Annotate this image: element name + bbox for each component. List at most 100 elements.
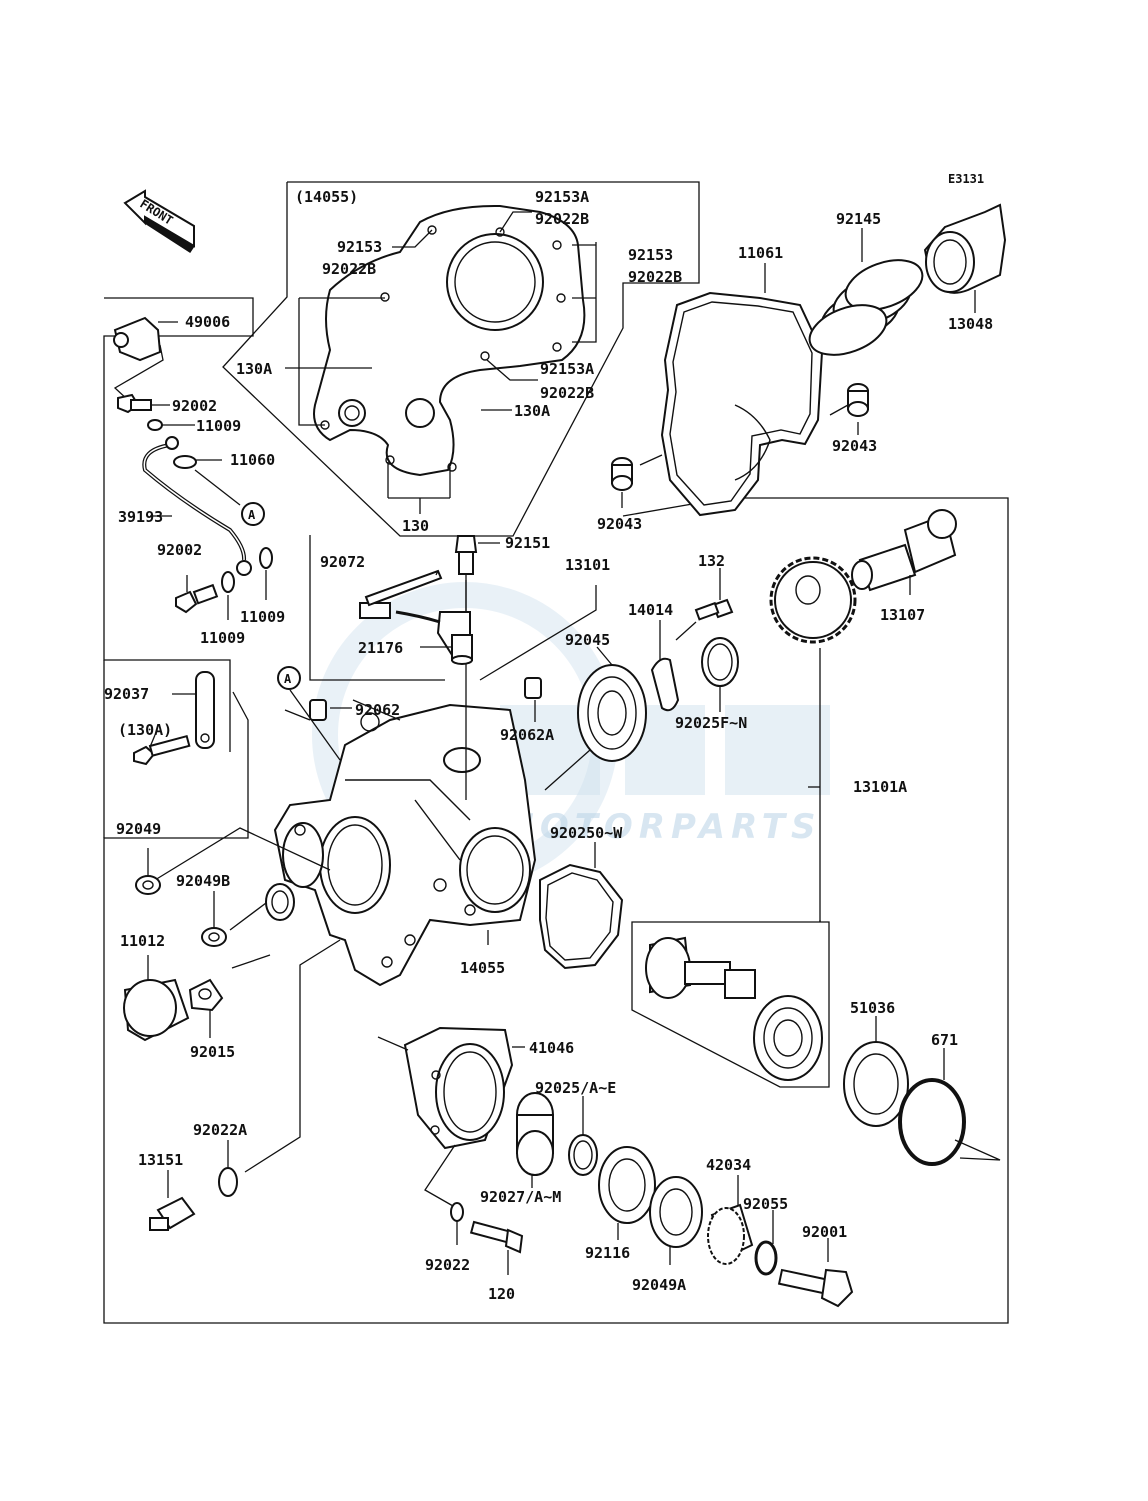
label-11009-1: 11009: [196, 417, 241, 435]
label-130A-2: 130A: [514, 402, 550, 420]
label-92045: 92045: [565, 631, 610, 649]
label-92037: 92037: [104, 685, 149, 703]
label-14014: 14014: [628, 601, 673, 619]
label-92022A: 92022A: [193, 1121, 247, 1139]
case-leader-lines: [154, 560, 489, 1173]
label-92002-2: 92002: [157, 541, 202, 559]
label-92153A-2: 92153A: [540, 360, 594, 378]
label-92022B-2: 92022B: [540, 384, 594, 402]
label-13101A: 13101A: [853, 778, 907, 796]
label-11009-3: 11009: [200, 629, 245, 647]
gasket-11061: [639, 263, 824, 517]
nut-92049B: [201, 891, 227, 947]
label-92049B: 92049B: [176, 872, 230, 890]
label-92022B-L: 92022B: [322, 260, 376, 278]
cover-leader-lines: [285, 211, 597, 514]
label-14055: 14055: [460, 959, 505, 977]
callout-a-lower-circle: A: [277, 666, 301, 690]
label-42034: 42034: [706, 1156, 751, 1174]
bolt-132: [675, 568, 734, 641]
left-parts-group: A: [113, 316, 273, 766]
sensor-21176: [359, 535, 500, 665]
part-labels: (14055) 92153A 92022B 92153 92022B 92153…: [104, 188, 993, 1303]
label-92022: 92022: [425, 1256, 470, 1274]
label-92049A: 92049A: [632, 1276, 686, 1294]
label-132: 132: [698, 552, 725, 570]
coupling-42034: [707, 1175, 754, 1265]
label-130A-1: 130A: [236, 360, 272, 378]
watermark-text: MOTORPARTS: [500, 807, 821, 847]
case-14055: [273, 703, 537, 987]
label-92062A: 92062A: [500, 726, 554, 744]
dowel-92062: [309, 677, 542, 722]
label-92055: 92055: [743, 1195, 788, 1213]
label-11060: 11060: [230, 451, 275, 469]
pinion-assy-13101A: [631, 920, 830, 1088]
label-92153-L: 92153: [337, 238, 382, 256]
spring-92145: [808, 228, 924, 356]
label-11009-2: 11009: [240, 608, 285, 626]
front-arrow-icon: FRONT: [123, 189, 195, 253]
label-92015: 92015: [190, 1043, 235, 1061]
label-130: 130: [402, 517, 429, 535]
label-92145: 92145: [836, 210, 881, 228]
label-120: 120: [488, 1285, 515, 1303]
label-920250W: 920250~W: [550, 824, 623, 842]
label-49006: 49006: [185, 313, 230, 331]
label-92043-2: 92043: [597, 515, 642, 533]
label-13151: 13151: [138, 1151, 183, 1169]
seal-92049A: [649, 1176, 703, 1265]
bolt-120: [469, 1220, 524, 1275]
collar-92043: [611, 383, 869, 508]
label-51036: 51036: [850, 999, 895, 1017]
label-92022B-R: 92022B: [628, 268, 682, 286]
label-92022B-1: 92022B: [535, 210, 589, 228]
label-21176: 21176: [358, 639, 403, 657]
label-92049: 92049: [116, 820, 161, 838]
shim-92025AE: [568, 1096, 598, 1176]
o-ring-92055: [754, 1210, 778, 1276]
cover-14055: [313, 204, 586, 477]
part-13048: [923, 203, 1007, 313]
gasket-920250W: [539, 842, 624, 970]
label-92025FN: 92025F~N: [675, 714, 747, 732]
seal-51036: [843, 1016, 909, 1127]
bearing-92045: [577, 646, 647, 762]
label-92153A-1: 92153A: [535, 188, 589, 206]
label-92027AM: 92027/A~M: [480, 1188, 561, 1206]
housing-41046: [377, 1026, 525, 1211]
label-ref-130A: (130A): [118, 721, 172, 739]
label-39193: 39193: [118, 508, 163, 526]
label-92062: 92062: [355, 701, 400, 719]
bearing-92116: [598, 1146, 656, 1240]
gear-13101: [769, 556, 857, 663]
washer-92022: [450, 1202, 464, 1245]
shim-92025FN: [701, 637, 739, 712]
washer-92022A: [218, 1140, 238, 1197]
plug-13151: [149, 1170, 196, 1231]
label-13101: 13101: [565, 556, 610, 574]
cap-11012: [123, 955, 190, 1042]
label-92002-1: 92002: [172, 397, 217, 415]
callout-a-lower: A: [284, 672, 292, 686]
frame-lines: [103, 181, 1009, 1324]
label-11012: 11012: [120, 932, 165, 950]
label-41046: 41046: [529, 1039, 574, 1057]
label-92072: 92072: [320, 553, 365, 571]
plate-14014: [650, 620, 680, 712]
callout-a-upper: A: [248, 508, 256, 522]
label-92151: 92151: [505, 534, 550, 552]
label-13107: 13107: [880, 606, 925, 624]
clamp-92072: [364, 569, 443, 607]
nut-92049: [135, 848, 161, 895]
label-92116: 92116: [585, 1244, 630, 1262]
bolt-92001: [777, 1238, 854, 1308]
o-ring-671: [898, 1048, 1001, 1166]
label-92043-1: 92043: [832, 437, 877, 455]
shaft-13107: [851, 509, 957, 595]
label-92001: 92001: [802, 1223, 847, 1241]
label-11061: 11061: [738, 244, 783, 262]
label-671: 671: [931, 1031, 958, 1049]
diagram-code: E3131: [948, 172, 984, 186]
